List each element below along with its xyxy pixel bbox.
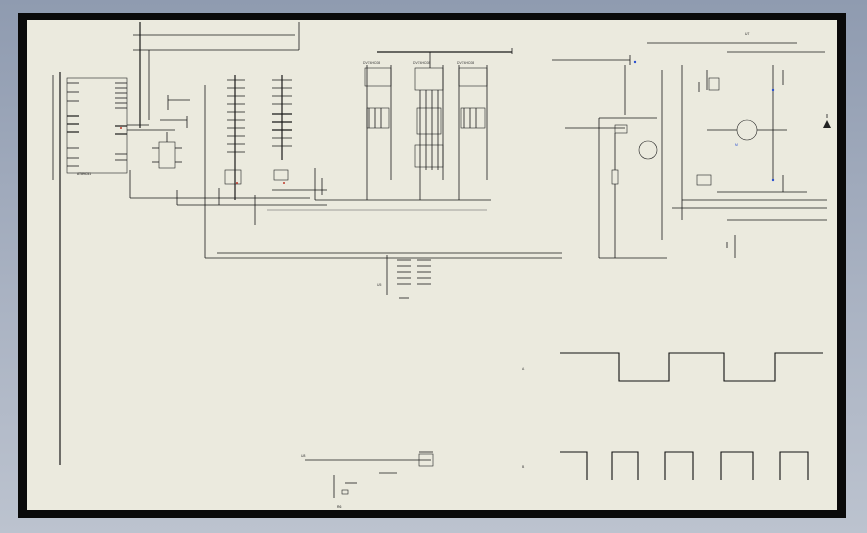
mcu-pins-right [115,82,127,161]
transistor-q1 [638,140,658,160]
ic-u3 [272,75,327,191]
mcu-ref-label: AT89C51 [77,172,91,176]
bottom-label: R6 [337,505,341,509]
viewer-frame: AT89C51 [18,13,846,518]
bottom-ref-label: U8 [301,454,305,458]
waveform-2-pulse-1 [560,451,588,480]
relay-module-2[interactable]: DV74HC08 [413,61,444,180]
waveform-2-pulse-2 [611,451,639,480]
relay-module-1[interactable]: DV74HC08 [363,61,392,180]
relay-1-label: DV74HC08 [363,61,380,65]
top-right-ref: U7 [745,32,749,36]
schematic-sheet[interactable]: AT89C51 [27,20,837,510]
resistor-r1 [611,169,619,185]
relay-module-3[interactable]: DV74HC08 [457,61,488,180]
motor-note: M [735,143,738,147]
motor-m1 [736,119,758,141]
relay-wiring [267,48,513,211]
waveform-1[interactable]: A [522,352,823,382]
mcu-block[interactable]: AT89C51 [52,72,128,465]
schematic-canvas[interactable]: AT89C51 [27,20,837,510]
waveform-2[interactable]: B [522,451,809,480]
waveform-2-pulse-5 [779,451,809,480]
waveform-1-marker: A [522,367,525,371]
relay-2-label: DV74HC08 [413,61,430,65]
oscillator-block [152,132,182,169]
bottom-circuit[interactable]: U8 R6 [301,451,434,509]
waveform-2-pulse-4 [720,451,754,480]
waveform-2-marker: B [522,465,525,469]
driver-circuit[interactable]: U7 [552,32,831,259]
relay-3-label: DV74HC08 [457,61,474,65]
waveform-1-trace [560,352,823,382]
diode-box [696,174,712,186]
mcu-pins-left [67,82,79,167]
mcu-wiring [127,22,562,259]
pin-markers [120,60,775,184]
center-connector[interactable]: U5 [377,255,431,299]
ground-symbol [823,120,831,128]
center-ref-label: U5 [377,283,381,287]
ic-u2 [224,75,245,200]
waveform-2-pulse-3 [664,451,694,480]
